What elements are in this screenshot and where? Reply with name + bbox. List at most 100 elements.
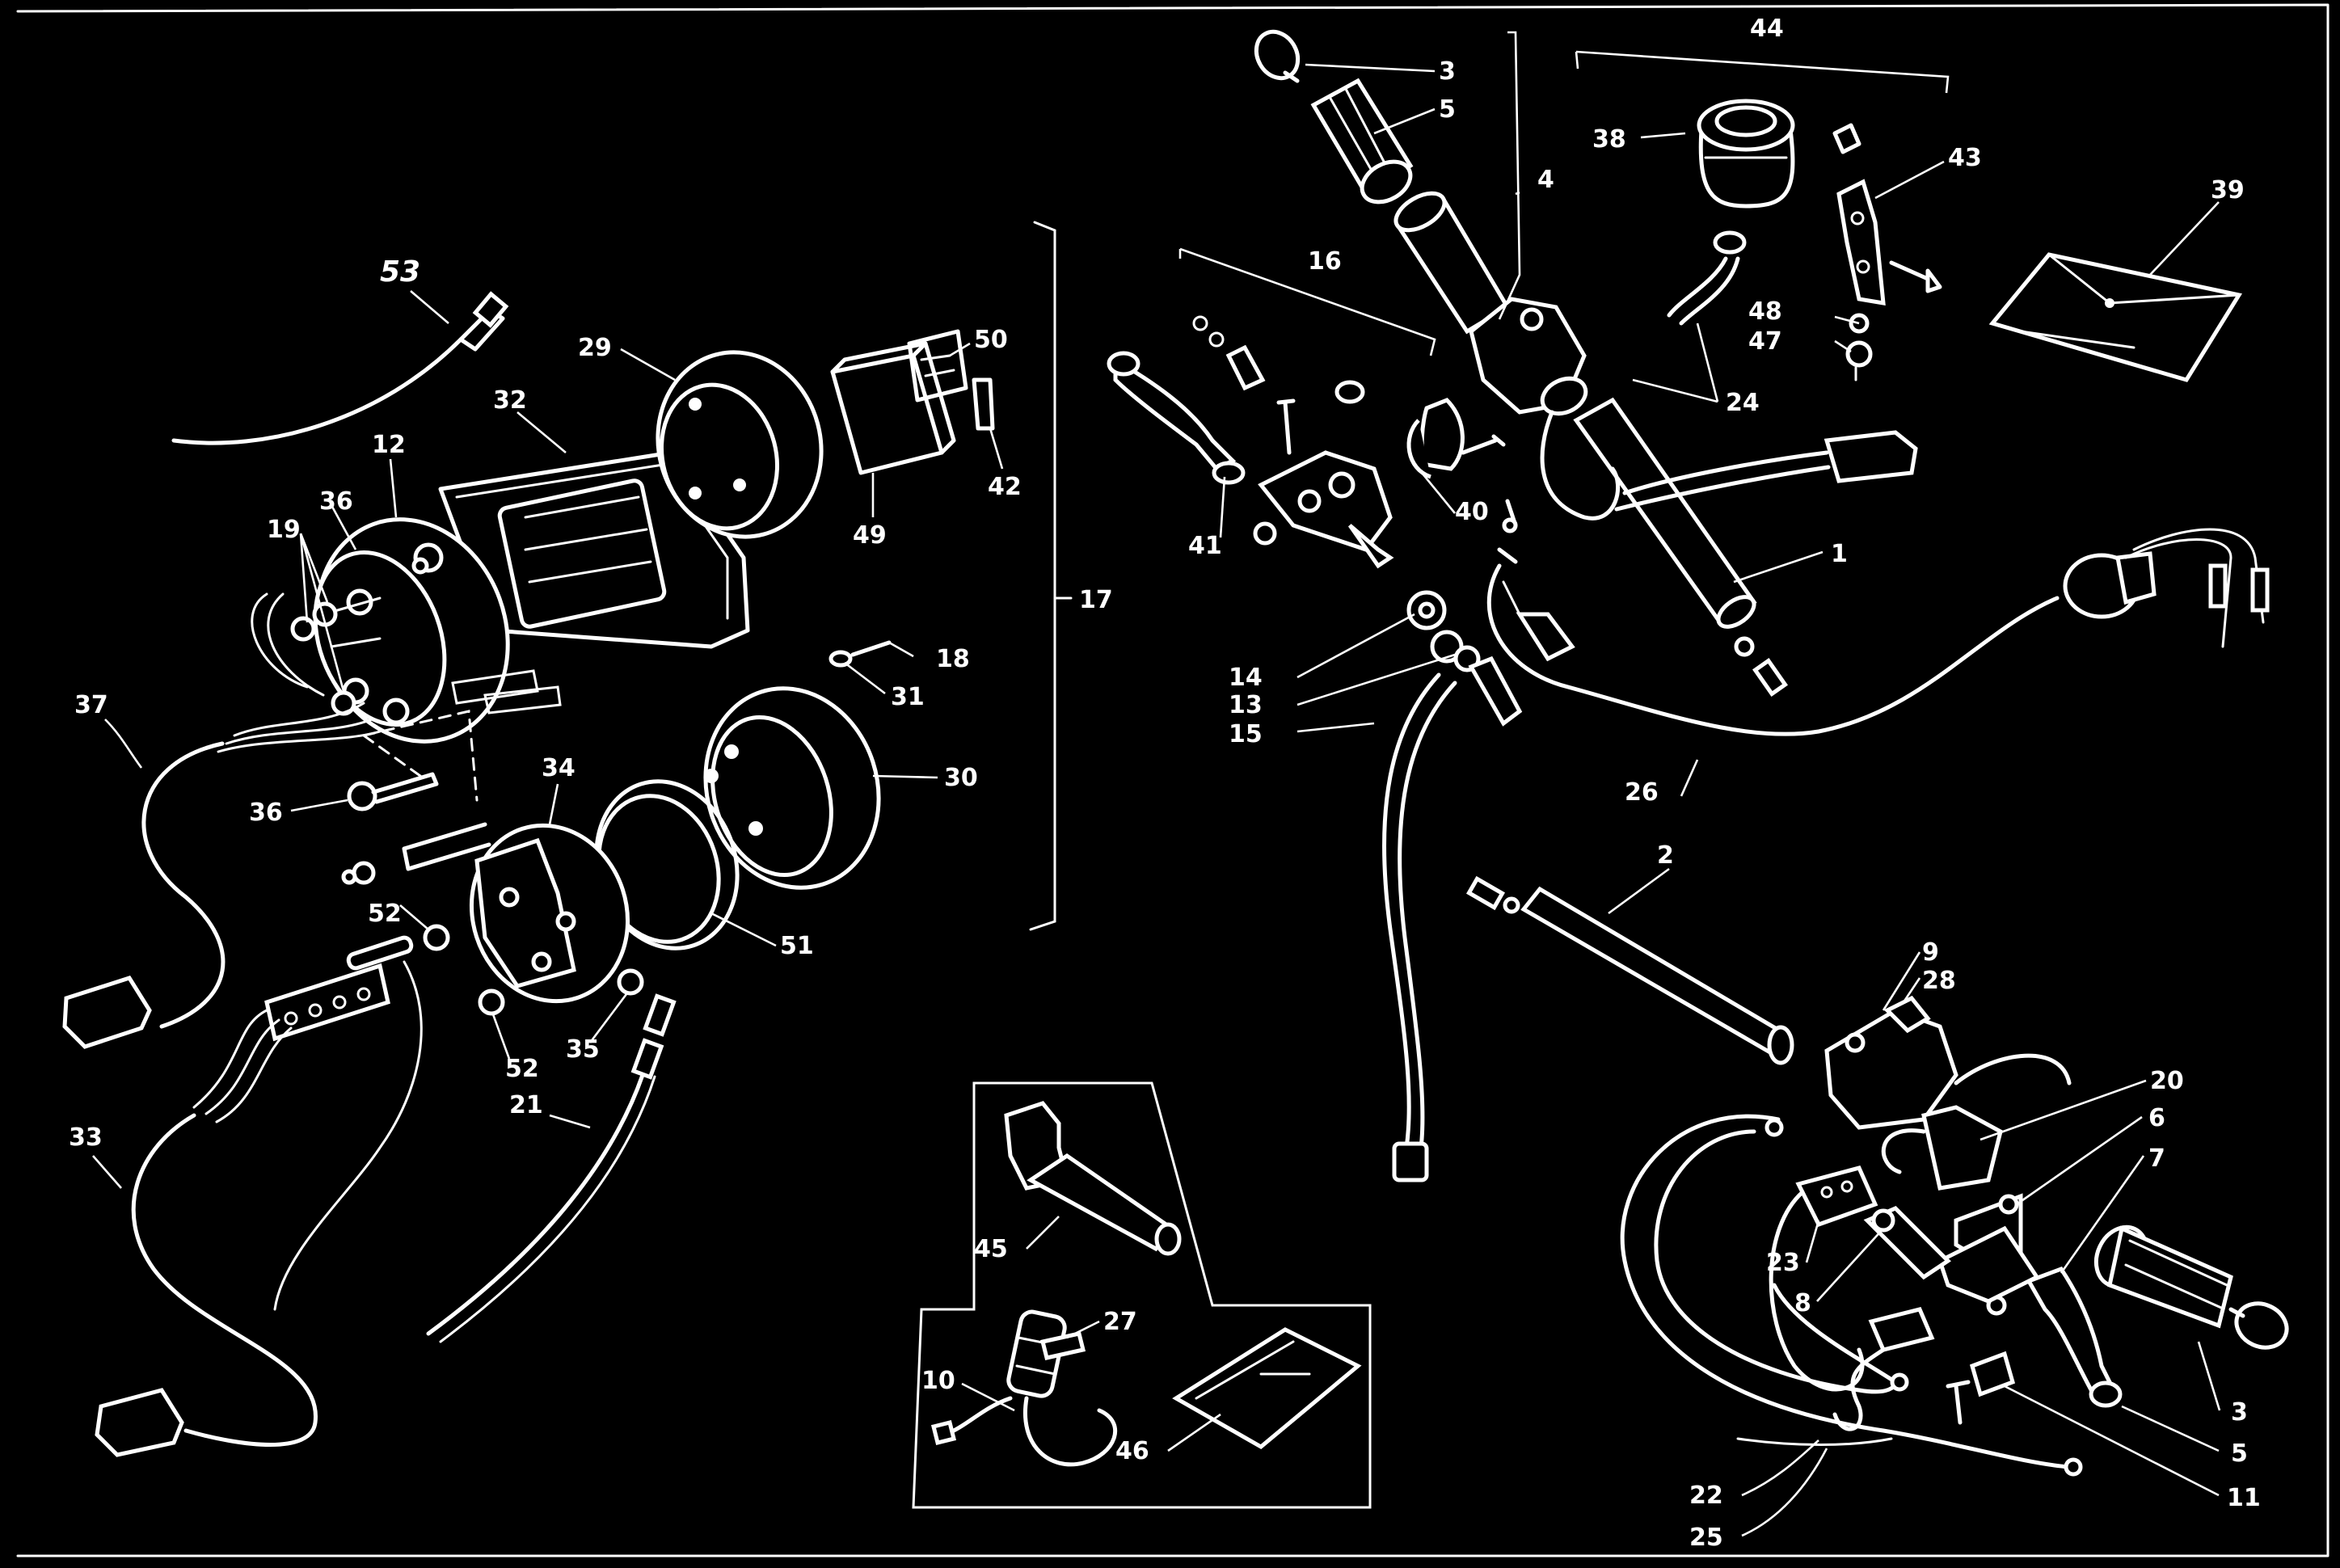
grommet-35 (617, 968, 644, 996)
cables-22-25 (1620, 1114, 2083, 1477)
callout-6: 6 (2148, 1104, 2165, 1132)
handlebar-1 (1573, 397, 1788, 697)
callout-20: 20 (2150, 1067, 2184, 1095)
callout-19: 19 (267, 516, 301, 544)
callout-45: 45 (974, 1235, 1008, 1263)
callout-50: 50 (974, 326, 1008, 354)
callout-48: 48 (1748, 297, 1782, 326)
callout-8: 8 (1794, 1289, 1811, 1317)
callout-labels: 53 32 29 50 42 49 12 36 19 17 18 31 37 3… (69, 15, 2261, 1552)
wire-10 (930, 1396, 1118, 1467)
callout-16: 16 (1308, 247, 1342, 276)
gauge-mount-34 (469, 823, 630, 1004)
harness-37 (62, 592, 382, 1049)
screw-18 (850, 640, 892, 657)
brake-hose-15 (1382, 672, 1457, 1182)
callout-46: 46 (1115, 1437, 1149, 1465)
pouch-39 (1988, 252, 2242, 382)
speedometer-cable-53 (171, 291, 509, 445)
page-border (16, 3, 2329, 1557)
callout-47: 47 (1748, 327, 1782, 356)
callout-43: 43 (1948, 144, 1982, 172)
callout-52: 52 (368, 900, 402, 928)
callout-42: 42 (988, 473, 1022, 501)
speedometer-housing-30 (703, 686, 881, 890)
connector-23 (1832, 1307, 1935, 1431)
callout-27: 27 (1103, 1308, 1137, 1336)
pouch-46 (1172, 1327, 1362, 1450)
bolt-43 (1889, 260, 1942, 293)
nut-47 (1845, 340, 1873, 381)
spring (1225, 344, 1266, 391)
washer-31 (828, 650, 853, 668)
callout-36: 36 (319, 487, 353, 516)
callout-11: 11 (2227, 1484, 2261, 1512)
callout-21: 21 (509, 1091, 543, 1119)
dashed-line (362, 710, 479, 802)
switch-housing-20 (1881, 1053, 2072, 1191)
grip-5-top (1310, 78, 1414, 204)
tachometer-housing-12 (313, 517, 510, 744)
handlebar-2 (1465, 875, 1794, 1065)
bracket-43 (1836, 179, 1886, 306)
switch-wire (1497, 410, 1621, 564)
leader-lines (92, 31, 2221, 1537)
reservoir-hose (1667, 230, 1747, 326)
terminal-block (264, 935, 414, 1042)
callout-28: 28 (1922, 967, 1956, 995)
clamp-40 (1406, 398, 1465, 479)
callout-3-top: 3 (1439, 57, 1456, 86)
callout-31: 31 (891, 683, 925, 711)
callout-44: 44 (1750, 15, 1784, 43)
bracket-left (341, 822, 491, 885)
bar-end-3-bottom (2228, 1301, 2289, 1350)
callout-9: 9 (1922, 938, 1939, 967)
bar-end-3-top (1254, 29, 1301, 83)
callout-40: 40 (1455, 498, 1489, 526)
screw-36 (347, 772, 439, 811)
callout-30: 30 (944, 764, 978, 792)
callout-2: 2 (1657, 841, 1674, 870)
light-bulbs (451, 669, 562, 714)
switch-housing-9 (1824, 995, 1958, 1130)
grommet-52b (478, 988, 505, 1016)
bracket-17 (1029, 221, 1073, 931)
gauge-housing-29 (656, 350, 824, 539)
switch-23 (1769, 1165, 1878, 1392)
switch-housing-24 (1469, 297, 1588, 416)
callout-12: 12 (372, 431, 406, 459)
callout-1: 1 (1831, 540, 1848, 568)
callout-51: 51 (780, 932, 814, 960)
inset-box (912, 1081, 1372, 1509)
callout-7: 7 (2148, 1144, 2165, 1173)
glass-50 (907, 329, 968, 403)
lever-holder-16 (1253, 450, 1394, 569)
throttle-cable-26 (1486, 528, 2270, 736)
callout-25: 25 (1689, 1524, 1723, 1552)
callout-52b: 52 (505, 1055, 539, 1083)
callout-5-bottom: 5 (2231, 1439, 2248, 1468)
switch-plug (1334, 380, 1365, 404)
callout-49: 49 (853, 521, 887, 550)
reservoir-cap (1832, 123, 1861, 154)
cable-tip-right (1502, 580, 1575, 662)
clutch-lever-41 (1107, 351, 1246, 485)
callout-17: 17 (1079, 586, 1113, 614)
pivot-bolt (1276, 398, 1296, 455)
callout-15: 15 (1229, 720, 1263, 748)
spring-pin-parts (1192, 315, 1225, 348)
grommet-52a (423, 924, 450, 951)
callout-22: 22 (1689, 1482, 1723, 1510)
callout-24: 24 (1726, 389, 1760, 417)
callout-39: 39 (2211, 176, 2245, 204)
reservoir-38 (1697, 99, 1795, 209)
callout-36b: 36 (249, 799, 283, 827)
clamp-bolt (1461, 434, 1506, 455)
callout-38: 38 (1592, 125, 1626, 154)
callout-29: 29 (578, 334, 612, 362)
callout-41: 41 (1188, 532, 1222, 560)
speedometer-cable-21 (426, 993, 677, 1343)
callout-3-bottom: 3 (2231, 1398, 2248, 1427)
callout-18: 18 (936, 645, 970, 673)
callout-13: 13 (1229, 691, 1263, 719)
